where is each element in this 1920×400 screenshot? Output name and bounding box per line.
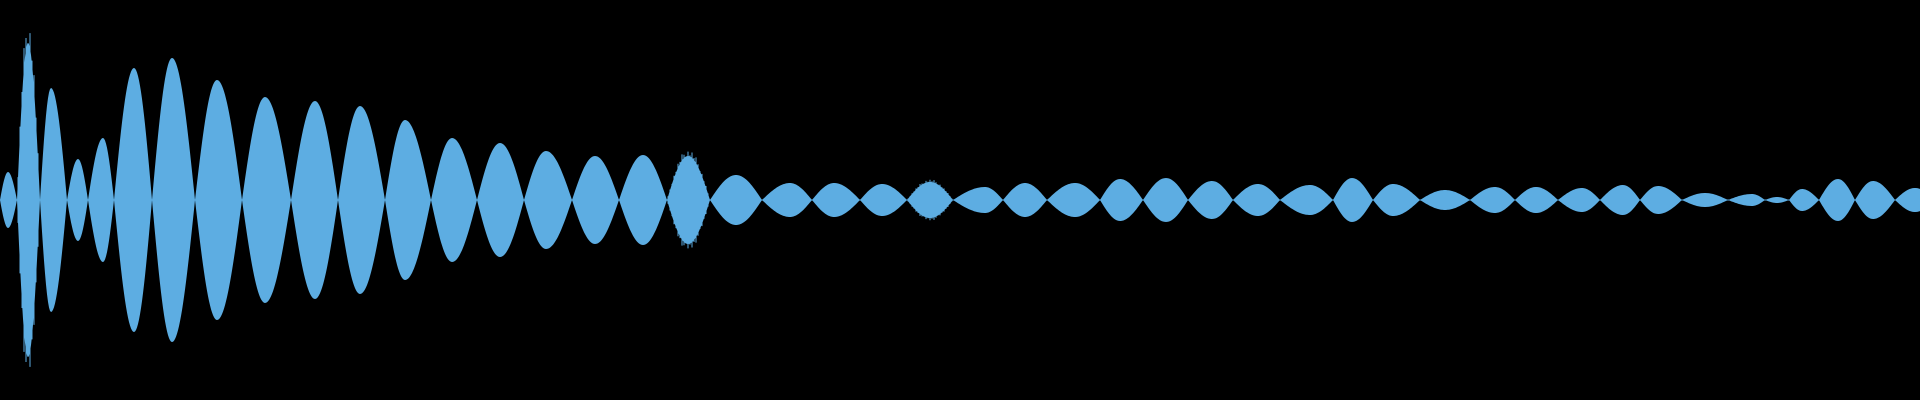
waveform-noise-detail	[17, 33, 953, 367]
